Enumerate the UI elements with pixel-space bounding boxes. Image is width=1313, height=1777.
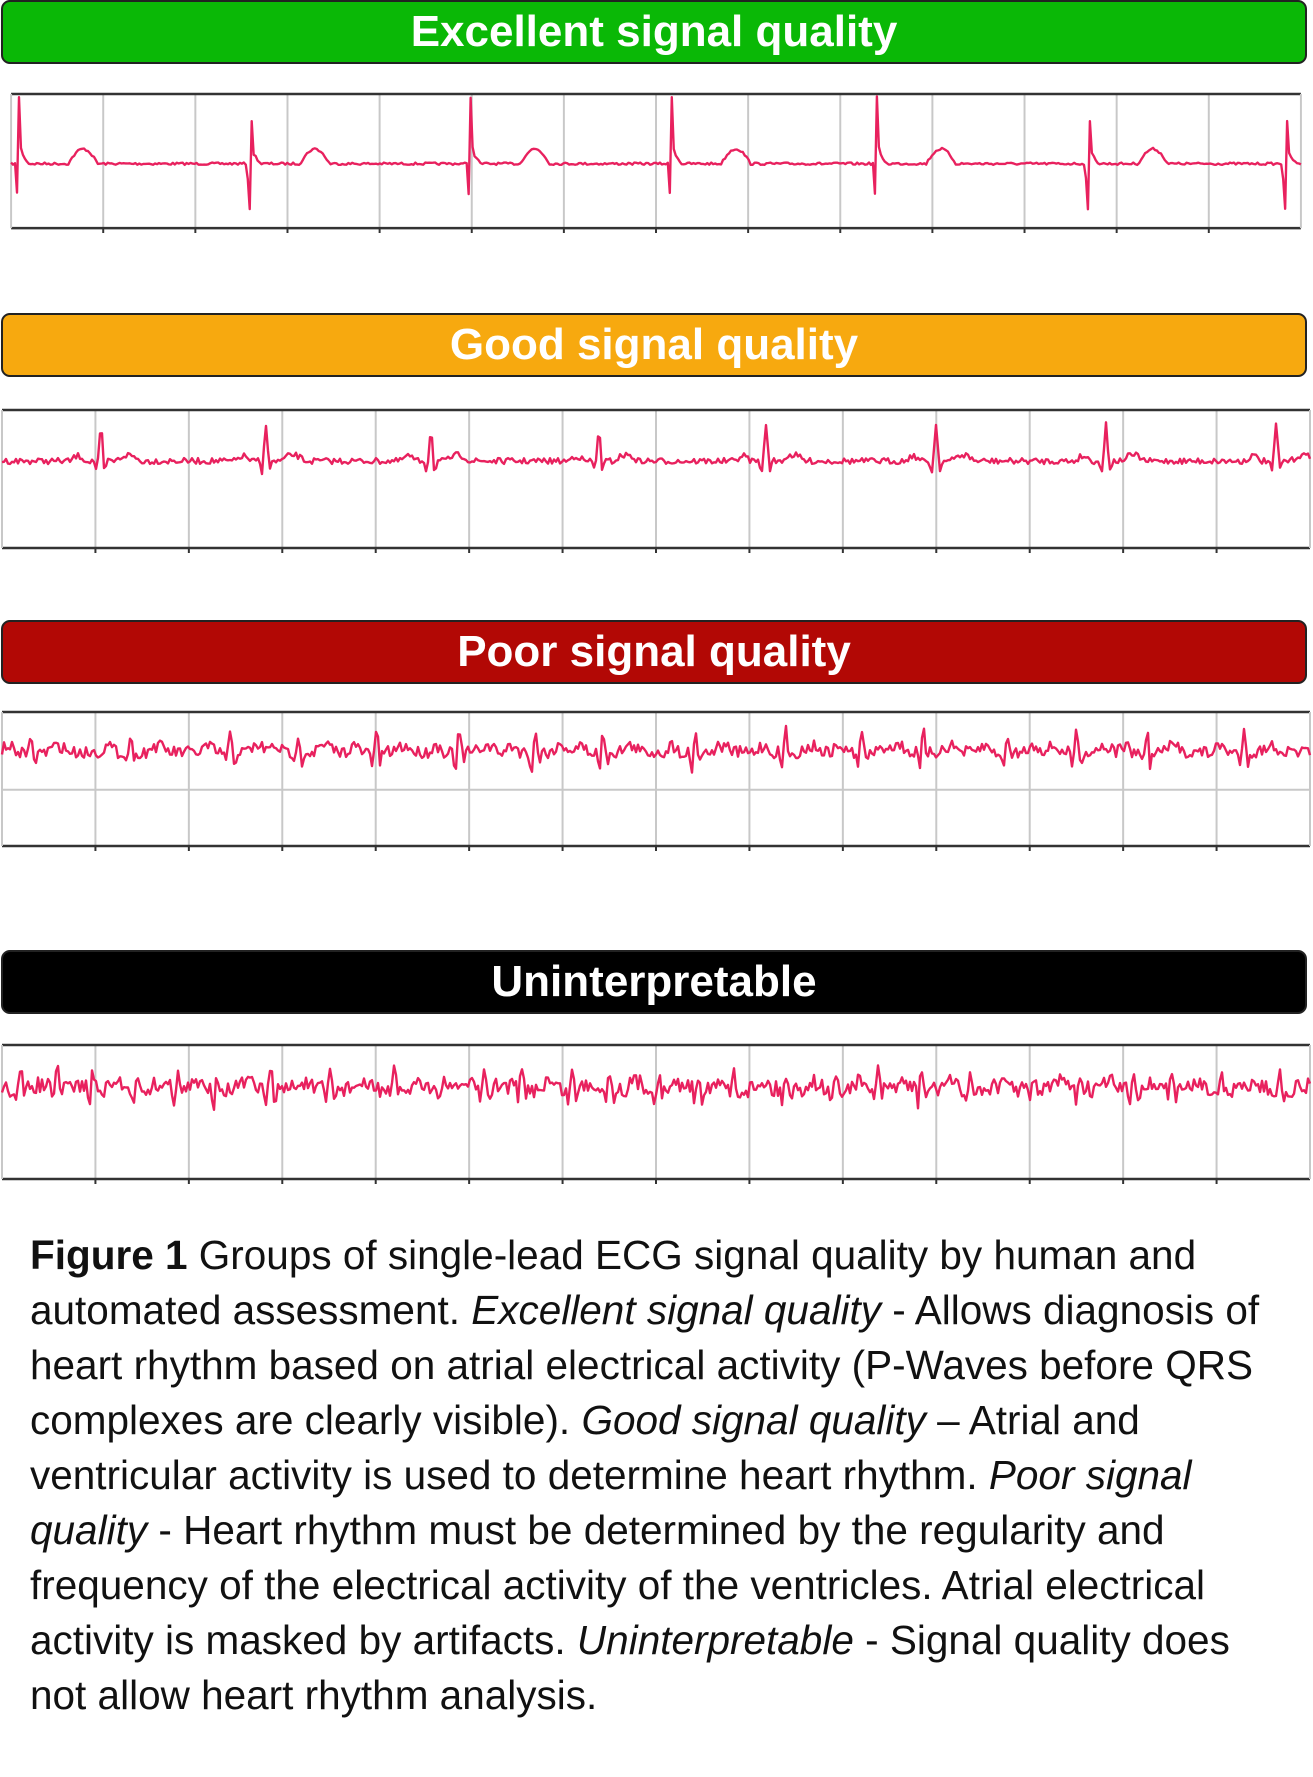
caption-excellent-term: Excellent signal quality: [471, 1287, 881, 1333]
caption-unint-text: - Signal quality does not allow heart rh…: [30, 1617, 1230, 1718]
poor-quality-banner: Poor signal quality: [1, 620, 1307, 684]
caption-intro: Groups of single-lead ECG signal quality…: [30, 1232, 1197, 1333]
poor-quality-label: Poor signal quality: [457, 627, 851, 676]
caption-unint-term: Uninterpretable: [576, 1617, 854, 1663]
ecg-trace: [10, 95, 1302, 211]
figure-caption: Figure 1 Groups of single-lead ECG signa…: [30, 1228, 1290, 1723]
poor-ecg-strip: [0, 710, 1312, 851]
ecg-trace: [0, 724, 1312, 774]
excellent-quality-label: Excellent signal quality: [410, 7, 898, 56]
uninterpretable-ecg-strip: [0, 1043, 1312, 1184]
caption-excellent-text: - Allows diagnosis of heart rhythm based…: [30, 1287, 1260, 1443]
ecg-trace: [0, 1064, 1312, 1111]
uninterpretable-banner: Uninterpretable: [1, 950, 1307, 1014]
uninterpretable-label: Uninterpretable: [491, 957, 817, 1006]
good-quality-label: Good signal quality: [449, 320, 859, 369]
caption-poor-term: Poor signal quality: [30, 1452, 1192, 1553]
figure-label: Figure 1: [30, 1232, 188, 1278]
caption-good-text: – Atrial and ventricular activity is use…: [30, 1397, 1140, 1498]
good-quality-banner: Good signal quality: [1, 313, 1307, 377]
ecg-trace: [1, 421, 1312, 476]
good-ecg-strip: [1, 408, 1312, 553]
excellent-quality-banner: Excellent signal quality: [1, 0, 1307, 64]
caption-good-term: Good signal quality: [581, 1397, 926, 1443]
caption-poor-text: - Heart rhythm must be determined by the…: [30, 1507, 1206, 1663]
excellent-ecg-strip: [10, 92, 1302, 234]
